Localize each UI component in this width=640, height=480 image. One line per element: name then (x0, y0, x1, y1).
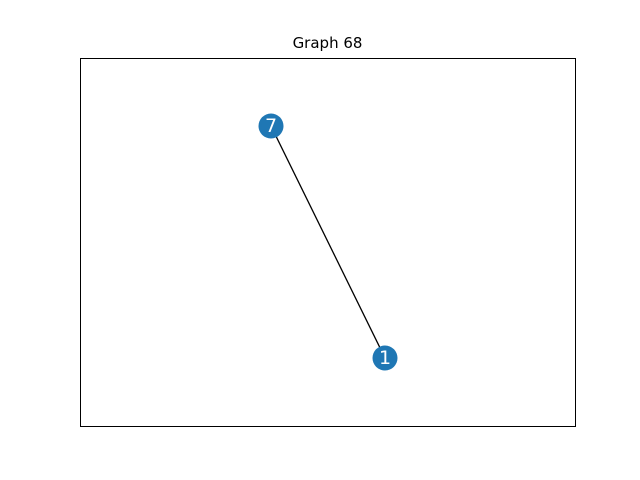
edge-7-1 (270, 125, 386, 359)
node-1-circle (372, 345, 398, 371)
node-1-label: 1 (379, 347, 391, 369)
node-7: 7 (258, 113, 284, 139)
node-1: 1 (372, 345, 398, 371)
node-7-label: 7 (265, 115, 277, 137)
node-7-circle (258, 113, 284, 139)
graph-title: Graph 68 (292, 34, 363, 52)
plot-frame (80, 58, 576, 427)
